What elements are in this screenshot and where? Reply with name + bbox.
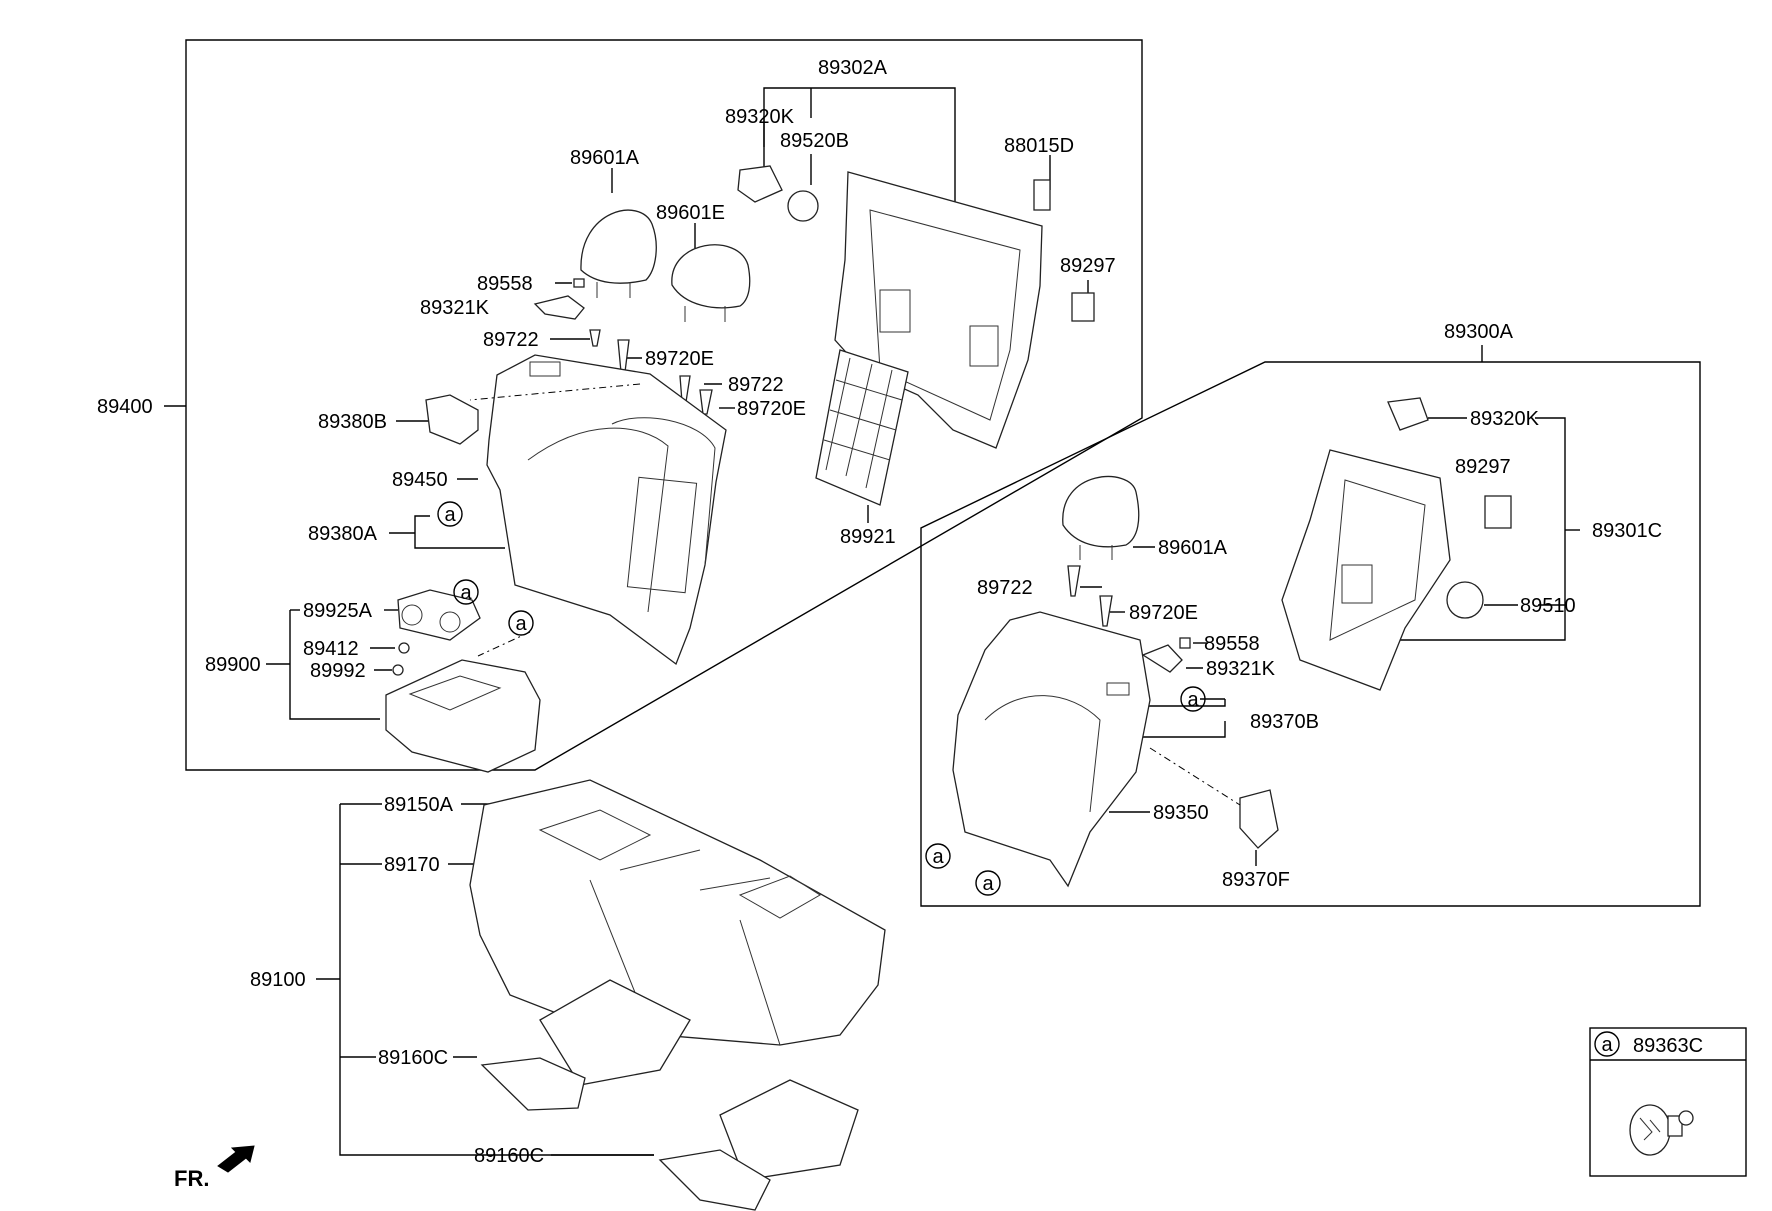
label-89412: 89412: [303, 638, 359, 660]
right-seatback-group-frame: [920, 361, 1701, 907]
label-89370F: 89370F: [1222, 869, 1290, 891]
label-89720E-a: 89720E: [645, 348, 714, 370]
label-89558-top: 89558: [477, 273, 533, 295]
legend-symbol: a: [1601, 1034, 1613, 1056]
label-89320K-right: 89320K: [1470, 408, 1540, 430]
callout-a-6: a: [982, 873, 994, 895]
callout-circles: [437, 501, 1620, 1057]
legend-box: a 89363C: [1589, 1027, 1747, 1177]
callout-a-4: a: [1187, 689, 1199, 711]
seatback-left: [486, 354, 727, 666]
callout-a-3: a: [515, 613, 527, 635]
headrest-left: [580, 209, 657, 284]
label-89722-a: 89722: [483, 329, 539, 351]
label-89601A-right: 89601A: [1158, 537, 1228, 559]
armrest: [385, 659, 541, 773]
headrest-center: [671, 244, 751, 309]
label-89321K-right: 89321K: [1206, 658, 1276, 680]
front-arrow-icon: [217, 1145, 255, 1173]
label-89925A: 89925A: [303, 600, 373, 622]
label-89160C-a: 89160C: [378, 1047, 448, 1069]
label-89160C-b: 89160C: [474, 1145, 544, 1167]
callout-a-1: a: [444, 504, 456, 526]
label-89510: 89510: [1520, 595, 1576, 617]
callout-a-5: a: [932, 846, 944, 868]
headrest-right: [1062, 475, 1140, 548]
seatback-frame-right: [1281, 449, 1451, 691]
callout-letters: a a a a a a: [444, 504, 1199, 895]
label-89380B: 89380B: [318, 411, 387, 433]
label-89301C: 89301C: [1592, 520, 1662, 542]
front-label: FR.: [174, 1166, 209, 1191]
label-89297-top: 89297: [1060, 255, 1116, 277]
seatback-right: [952, 611, 1151, 888]
front-indicator: FR.: [174, 1145, 255, 1191]
part-drawings: [385, 165, 1512, 1211]
label-89320K-top: 89320K: [725, 106, 795, 128]
label-89601E: 89601E: [656, 202, 725, 224]
legend-part-number: 89363C: [1633, 1035, 1703, 1057]
label-89321K-top: 89321K: [420, 297, 490, 319]
label-88015D: 88015D: [1004, 135, 1074, 157]
seatback-group-frame: [185, 39, 1143, 771]
label-89921: 89921: [840, 526, 896, 548]
label-89558-right: 89558: [1204, 633, 1260, 655]
label-89400: 89400: [97, 396, 153, 418]
label-89150A: 89150A: [384, 794, 454, 816]
label-89900: 89900: [205, 654, 261, 676]
label-89450: 89450: [392, 469, 448, 491]
seat-cushion: [469, 779, 886, 1046]
label-89722-right: 89722: [977, 577, 1033, 599]
label-89520B: 89520B: [780, 130, 849, 152]
label-89370B: 89370B: [1250, 711, 1319, 733]
label-89722-b: 89722: [728, 374, 784, 396]
label-89297-right: 89297: [1455, 456, 1511, 478]
label-89300A: 89300A: [1444, 321, 1514, 343]
seat-mat: [815, 349, 909, 506]
label-89992: 89992: [310, 660, 366, 682]
label-89100: 89100: [250, 969, 306, 991]
label-89720E-right: 89720E: [1129, 602, 1198, 624]
label-89170: 89170: [384, 854, 440, 876]
label-89380A: 89380A: [308, 523, 378, 545]
label-89720E-b: 89720E: [737, 398, 806, 420]
label-89350: 89350: [1153, 802, 1209, 824]
callout-a-2: a: [460, 582, 472, 604]
part-number-labels: 89302A 89320K 89520B 89601A 88015D 89601…: [97, 57, 1662, 1167]
label-89601A-top: 89601A: [570, 147, 640, 169]
label-89302A: 89302A: [818, 57, 888, 79]
